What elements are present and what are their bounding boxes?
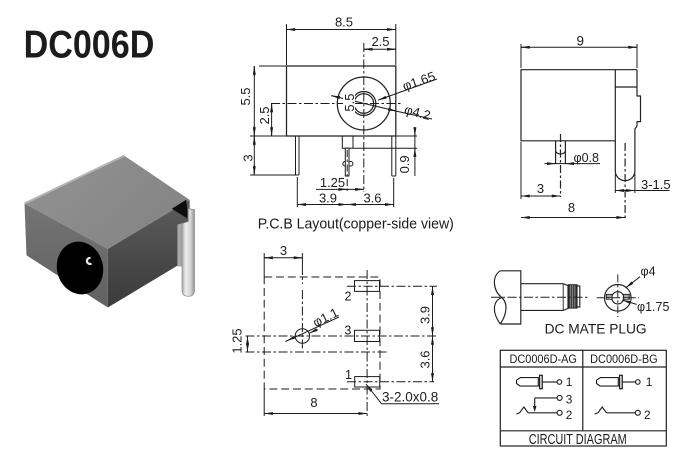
svg-text:3-2.0x0.8: 3-2.0x0.8 (382, 389, 438, 404)
svg-text:φ4: φ4 (641, 265, 656, 279)
svg-text:3: 3 (280, 243, 287, 258)
svg-text:5.5: 5.5 (342, 94, 357, 112)
svg-text:φ4.2: φ4.2 (403, 102, 432, 123)
svg-text:DC006D: DC006D (24, 23, 155, 66)
svg-text:1.25: 1.25 (229, 328, 244, 353)
svg-text:P.C.B Layout(copper-side view): P.C.B Layout(copper-side view) (258, 215, 454, 232)
svg-text:φ0.8: φ0.8 (574, 151, 600, 165)
svg-text:2.5: 2.5 (257, 106, 272, 124)
svg-text:1: 1 (566, 375, 573, 389)
svg-text:5.5: 5.5 (238, 87, 253, 105)
svg-text:9: 9 (577, 34, 585, 49)
svg-text:8.5: 8.5 (335, 15, 353, 30)
svg-text:1: 1 (646, 375, 653, 389)
svg-text:8: 8 (568, 200, 575, 215)
svg-text:DC0006D-AG: DC0006D-AG (509, 352, 577, 366)
svg-text:3.9: 3.9 (418, 306, 433, 324)
svg-text:3: 3 (566, 392, 573, 406)
svg-text:2.5: 2.5 (371, 34, 389, 49)
svg-text:2: 2 (566, 408, 573, 422)
svg-text:2: 2 (345, 290, 352, 304)
svg-text:φ1.75: φ1.75 (637, 300, 669, 314)
svg-text:CIRCUIT DIAGRAM: CIRCUIT DIAGRAM (529, 432, 627, 448)
svg-text:1.25: 1.25 (320, 175, 345, 190)
svg-text:3.6: 3.6 (418, 350, 433, 368)
svg-text:3.6: 3.6 (363, 191, 381, 206)
svg-text:DC MATE PLUG: DC MATE PLUG (545, 321, 647, 336)
svg-text:2: 2 (644, 408, 651, 422)
svg-text:3.9: 3.9 (319, 191, 337, 206)
svg-text:φ1.1: φ1.1 (310, 305, 340, 330)
svg-text:DC0006D-BG: DC0006D-BG (590, 352, 658, 366)
svg-text:8: 8 (310, 395, 317, 410)
svg-text:3: 3 (344, 323, 351, 337)
svg-text:3: 3 (241, 154, 256, 161)
svg-text:φ1.65: φ1.65 (400, 68, 437, 93)
svg-text:3-1.5: 3-1.5 (641, 177, 671, 192)
svg-text:0.9: 0.9 (397, 155, 412, 173)
svg-text:3: 3 (537, 181, 544, 196)
svg-text:1: 1 (345, 368, 352, 382)
